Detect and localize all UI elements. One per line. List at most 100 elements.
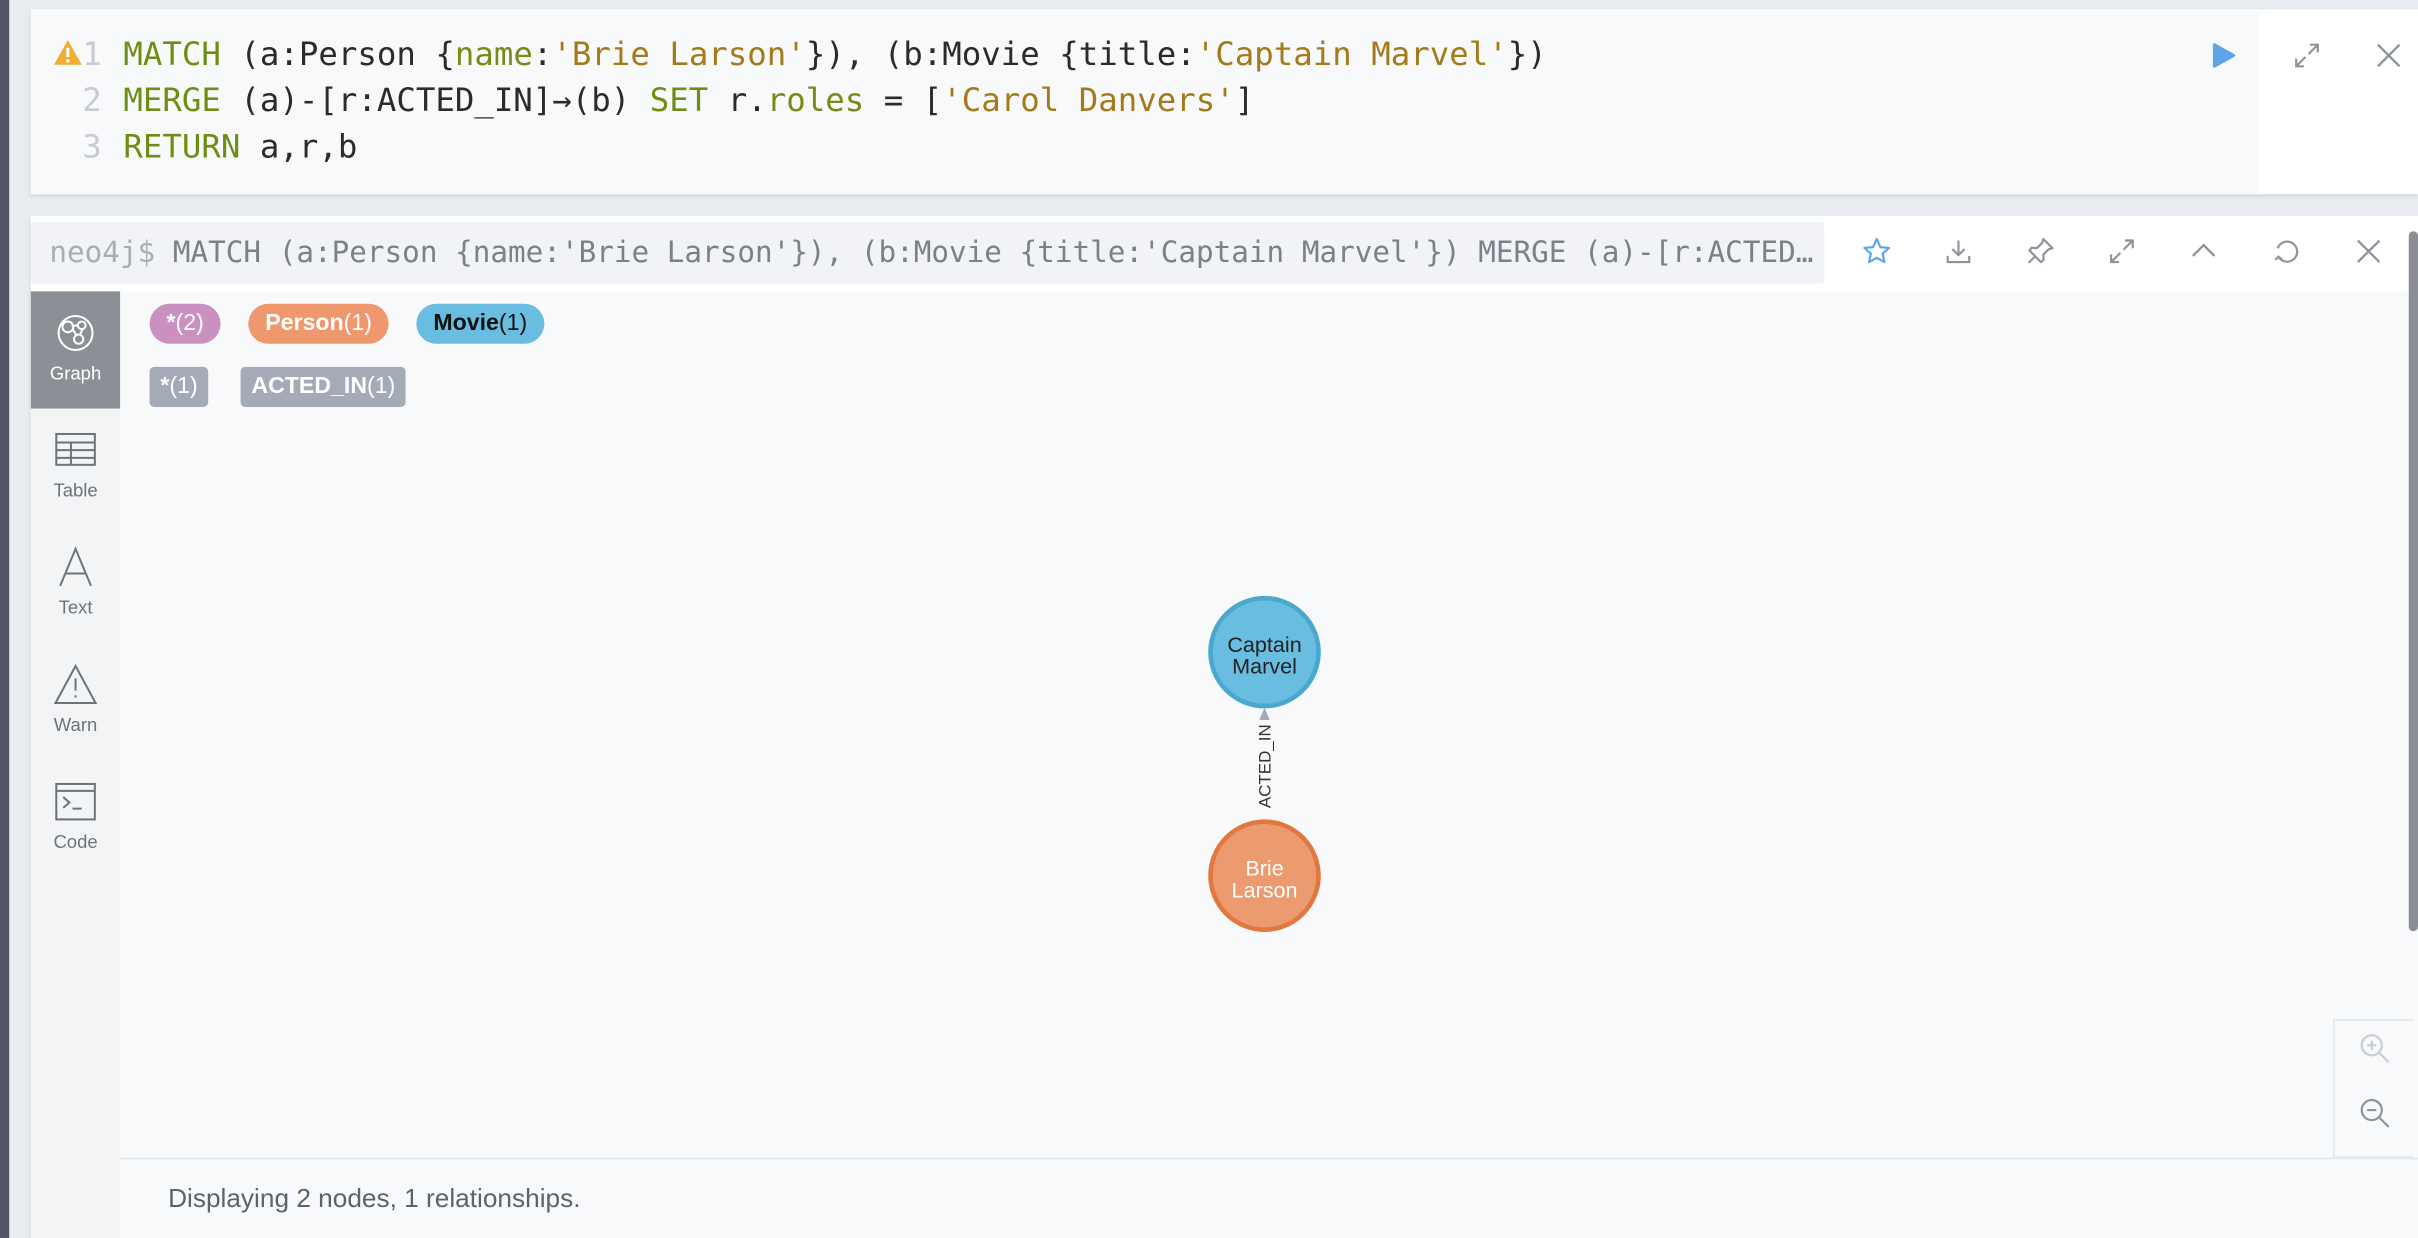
frame-command-text: MATCH (a:Person {name:'Brie Larson'}), (… [172,235,1824,270]
code-token: (a)-[r:ACTED_IN]→(b) [220,81,650,119]
view-tab-warn[interactable]: Warn [31,643,120,760]
code-token: MATCH [123,35,221,73]
code-token: name [454,35,533,73]
result-frame: neo4j$ MATCH (a:Person {name:'Brie Larso… [30,215,2418,1238]
status-bar: Displaying 2 nodes, 1 relationships. [120,1157,2418,1238]
relationship-pill-all[interactable]: *(1) [149,366,209,408]
code-line-3: 3 RETURN a,r,b [31,123,357,169]
graph-visualization[interactable]: ACTED_IN Captain Marvel Brie Larson [120,291,2418,1157]
close-icon [2377,43,2401,68]
code-token: }) [1507,35,1547,73]
close-icon [2357,239,2381,263]
graph-icon [52,310,98,356]
download-button[interactable] [1938,231,1978,271]
line-number: 3 [82,127,102,165]
close-frame-button[interactable] [2349,231,2389,271]
code-token: a,r,b [240,127,358,165]
zoom-in-icon [2360,1034,2390,1063]
node-caption-line: Larson [1232,877,1298,902]
status-text: Displaying 2 nodes, 1 relationships. [168,1184,581,1214]
collapse-button[interactable] [2184,231,2224,271]
play-button[interactable] [2205,37,2242,74]
expand-editor-button[interactable] [2288,37,2325,74]
view-tab-label: Graph [49,362,102,384]
node-caption-line: Marvel [1232,654,1297,679]
code-token: : [1176,35,1196,73]
view-tab-graph[interactable]: Graph [30,291,121,409]
pill-name: Person [265,309,344,337]
node-caption-line: Captain [1227,632,1301,657]
relationship-label-bg [1250,719,1279,822]
code-token: ] [1234,81,1255,119]
pill-name: ACTED_IN [251,373,368,400]
view-tab-label: Text [58,596,93,619]
node-label-pill-movie[interactable]: Movie(1) [416,303,545,344]
view-tab-label: Warn [53,713,98,736]
collapse-icon [2192,243,2216,257]
frame-prompt: neo4j$ [49,235,156,270]
code-token: : [532,35,553,73]
pill-name: Movie [433,309,499,337]
pin-button[interactable] [2020,231,2060,271]
view-tab-table[interactable]: Table [31,409,120,526]
table-icon [52,427,98,473]
fullscreen-icon [2110,239,2134,264]
code-token: RETURN [123,127,241,165]
line-number: 1 [82,35,102,73]
frame-command[interactable]: neo4j$ MATCH (a:Person {name:'Brie Larso… [30,222,1825,284]
text-icon [52,544,98,590]
close-editor-button[interactable] [2370,37,2407,74]
view-sidebar: Graph Table Text [30,291,121,1238]
pill-count: (1) [367,373,396,400]
view-tab-label: Code [53,830,98,853]
pill-count: (1) [169,373,198,400]
relationship-pill-acted-in[interactable]: ACTED_IN(1) [240,366,407,408]
page-scrollbar[interactable] [2408,231,2418,932]
rerun-button[interactable] [2267,231,2307,271]
warning-icon [52,661,98,707]
pill-count: (1) [343,309,372,337]
code-token: = [ [864,81,943,119]
code-token: (a:Person { [220,35,455,73]
star-icon [1863,237,1891,264]
node-captain-marvel[interactable]: Captain Marvel [1208,595,1321,709]
legend-bar: *(2) Person(1) Movie(1) *(1) ACTED_IN(1) [120,291,2418,418]
node-brie-larson[interactable]: Brie Larson [1208,819,1321,932]
code-token: title [1078,35,1177,73]
zoom-out-button[interactable] [2353,1092,2396,1135]
pill-count: (2) [175,309,204,337]
line-number: 2 [82,81,102,119]
graph-canvas[interactable]: ACTED_IN Captain Marvel Brie Larson *(2)… [120,291,2418,1158]
rerun-icon [2274,240,2299,263]
pill-name: * [166,309,176,337]
view-tab-label: Table [53,479,98,502]
code-token: }), (b:Movie { [805,35,1079,73]
pill-count: (1) [498,309,528,337]
code-token: MERGE [123,81,221,119]
code-token: 'Carol Danvers' [942,81,1235,119]
zoom-controls [2333,1019,2414,1158]
node-label-pill-person[interactable]: Person(1) [248,303,389,344]
editor-actions [2202,9,2418,102]
fullscreen-button[interactable] [2102,231,2142,271]
code-token: roles [766,81,865,119]
code-token: SET [649,81,709,119]
frame-header: neo4j$ MATCH (a:Person {name:'Brie Larso… [30,215,2418,290]
view-tab-code[interactable]: Code [31,760,120,877]
warning-icon [53,40,82,65]
zoom-in-button[interactable] [2353,1027,2396,1070]
left-nav-strip [0,0,10,1238]
relationship-label[interactable]: ACTED_IN [1256,724,1275,808]
favorite-button[interactable] [1857,231,1897,271]
code-icon [52,779,98,825]
code-token: 'Captain Marvel' [1195,35,1508,73]
node-label-pill-all[interactable]: *(2) [149,303,221,344]
expand-icon [2295,43,2319,68]
view-tab-text[interactable]: Text [31,526,120,643]
pill-name: * [160,373,170,400]
